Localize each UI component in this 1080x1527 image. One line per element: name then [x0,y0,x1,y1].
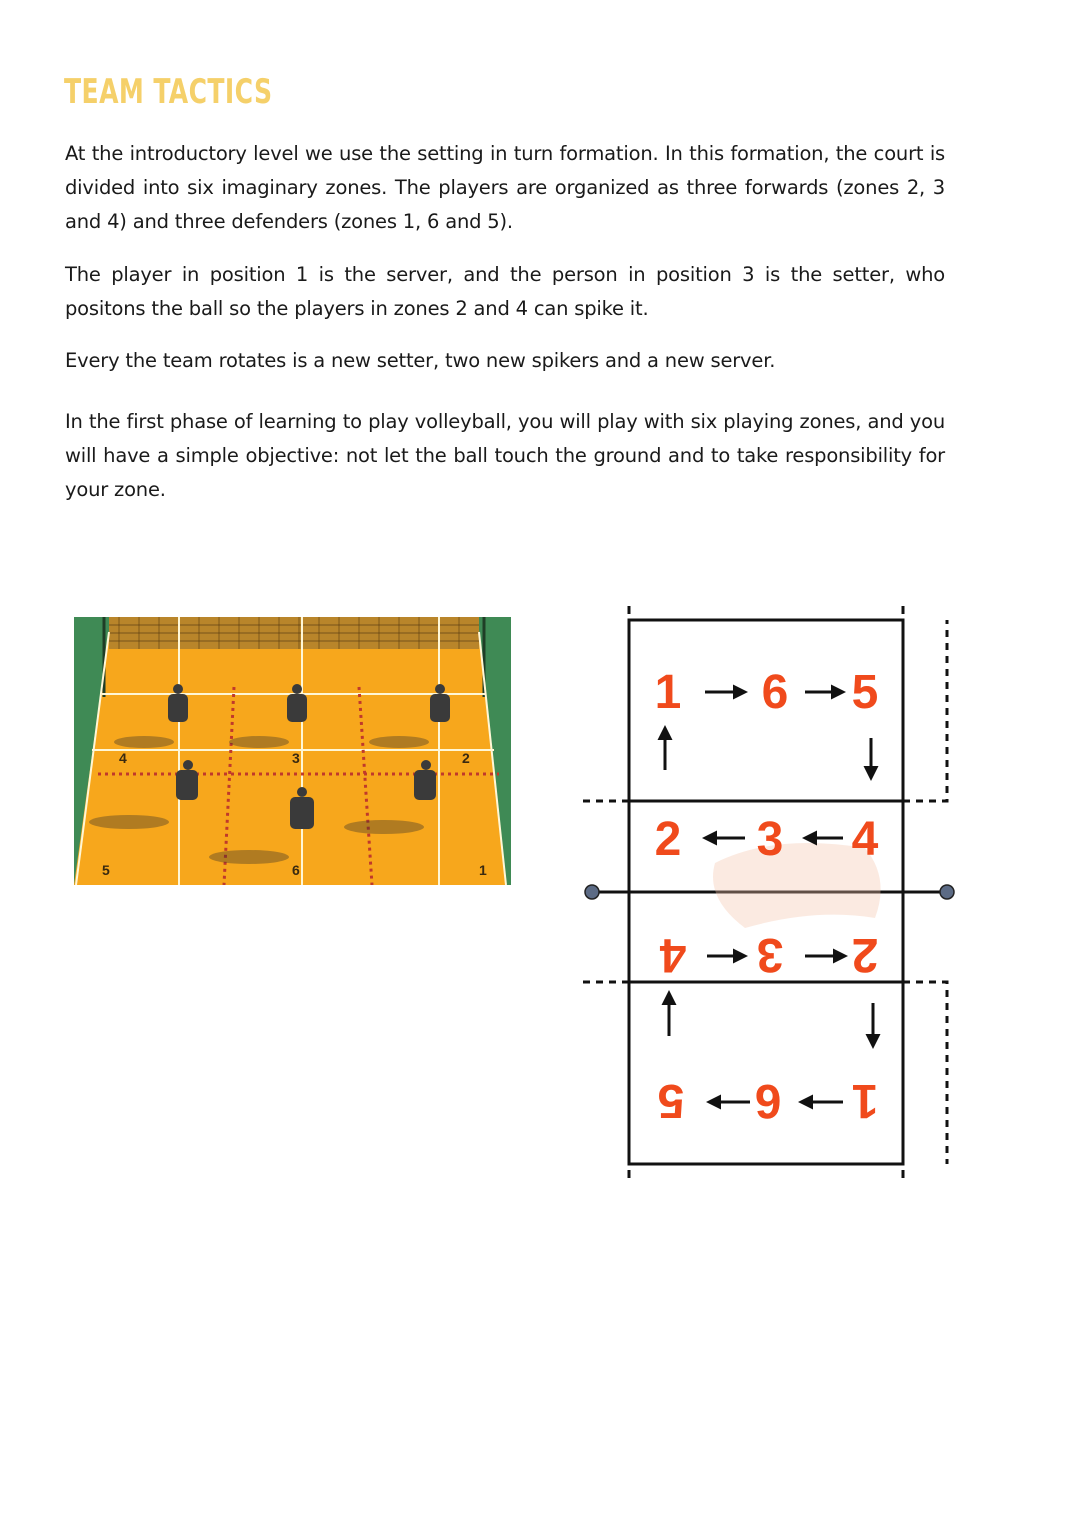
rot-bottom-3: 3 [757,928,784,981]
paragraph-first-phase: In the first phase of learning to play v… [65,410,945,501]
rot-bottom-4: 4 [659,928,686,981]
zone-label-2: 2 [462,750,470,766]
rot-bottom-6: 6 [755,1074,782,1127]
rot-bottom-5: 5 [658,1074,685,1127]
zone-label-1: 1 [479,862,487,878]
rot-top-5: 5 [852,666,879,719]
rot-bottom-1: 1 [852,1074,879,1127]
court-zones-image: 4 3 2 5 6 1 [74,617,511,885]
zone-label-3: 3 [292,750,300,766]
rotation-diagram: 1 6 5 2 3 4 2 3 4 1 6 5 [575,598,965,1210]
rot-top-4: 4 [852,813,879,866]
zone-label-4: 4 [119,750,127,766]
zone-label-5: 5 [102,862,110,878]
rot-top-1: 1 [655,666,682,719]
page-title: TEAM TACTICS [64,72,273,112]
rot-top-3: 3 [757,813,784,866]
paragraph-rotation: Every the team rotates is a new setter, … [65,349,776,372]
zone-label-6: 6 [292,862,300,878]
rot-top-6: 6 [762,666,789,719]
paragraph-server-setter: The player in position 1 is the server, … [65,263,945,320]
rot-top-2: 2 [655,813,682,866]
paragraph-intro: At the introductory level we use the set… [65,142,945,233]
rot-bottom-2: 2 [852,928,879,981]
